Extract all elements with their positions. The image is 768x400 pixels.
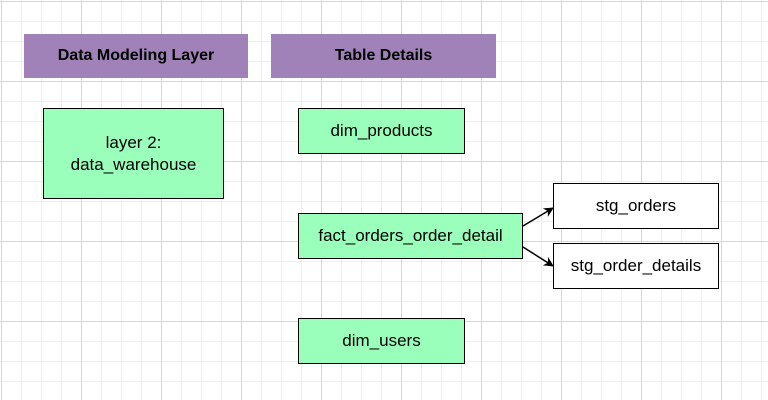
staging-stg-orders-label: stg_orders bbox=[595, 196, 677, 215]
layer-2-data-warehouse-box[interactable]: layer 2: data_warehouse bbox=[43, 108, 224, 199]
layer-box-line-2: data_warehouse bbox=[70, 154, 197, 174]
table-dim-products-label: dim_products bbox=[330, 121, 433, 140]
table-dim-users[interactable]: dim_users bbox=[298, 318, 465, 364]
table-dim-users-label: dim_users bbox=[342, 331, 421, 350]
staging-stg-order-details[interactable]: stg_order_details bbox=[553, 243, 719, 289]
staging-stg-order-details-label: stg_order_details bbox=[570, 256, 702, 275]
header-data-modeling-layer: Data Modeling Layer bbox=[24, 34, 248, 78]
table-dim-products[interactable]: dim_products bbox=[298, 108, 465, 154]
header-table-details: Table Details bbox=[271, 34, 496, 78]
arrow-fact-to-stg-order-details bbox=[522, 246, 554, 267]
layer-box-line-1: layer 2: bbox=[105, 132, 162, 152]
staging-stg-orders[interactable]: stg_orders bbox=[553, 183, 719, 229]
arrow-fact-to-stg-orders bbox=[522, 207, 554, 227]
table-fact-orders-order-detail[interactable]: fact_orders_order_detail bbox=[298, 213, 523, 259]
table-fact-orders-order-detail-label: fact_orders_order_detail bbox=[318, 226, 503, 245]
header-table-details-label: Table Details bbox=[334, 47, 433, 64]
header-data-modeling-layer-label: Data Modeling Layer bbox=[57, 47, 215, 64]
